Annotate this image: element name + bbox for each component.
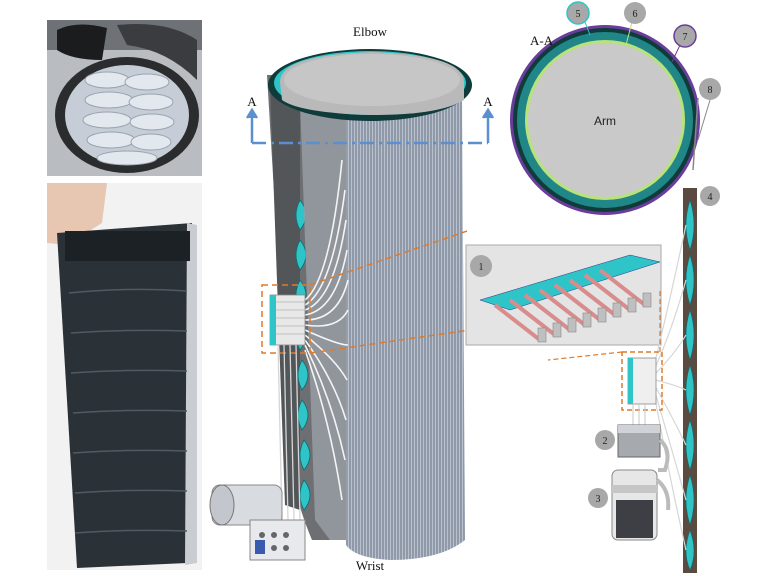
manifold-left <box>270 295 305 345</box>
label-section-right: A <box>483 94 493 109</box>
svg-text:2: 2 <box>603 436 608 447</box>
inset-manifold-detail <box>466 245 661 345</box>
label-section-title: A-A <box>530 33 554 48</box>
callout-8: 8 <box>698 78 721 140</box>
callout-2: 2 <box>595 430 615 450</box>
svg-text:1: 1 <box>479 262 484 273</box>
svg-text:5: 5 <box>576 9 581 20</box>
sleeve-top-rim <box>268 49 472 121</box>
label-arm: Arm <box>594 114 616 128</box>
callout-1: 1 <box>470 255 492 277</box>
bladder-strip <box>683 188 697 573</box>
sleeve-outer-layer <box>300 95 465 560</box>
label-section-left: A <box>247 94 257 109</box>
callout-3: 3 <box>588 488 608 508</box>
svg-text:4: 4 <box>708 192 713 203</box>
svg-text:3: 3 <box>596 494 601 505</box>
svg-text:7: 7 <box>683 32 688 43</box>
label-wrist: Wrist <box>356 558 385 573</box>
svg-text:8: 8 <box>708 85 713 96</box>
svg-text:6: 6 <box>633 9 638 20</box>
callout-4: 4 <box>700 186 720 206</box>
label-elbow: Elbow <box>353 24 388 39</box>
